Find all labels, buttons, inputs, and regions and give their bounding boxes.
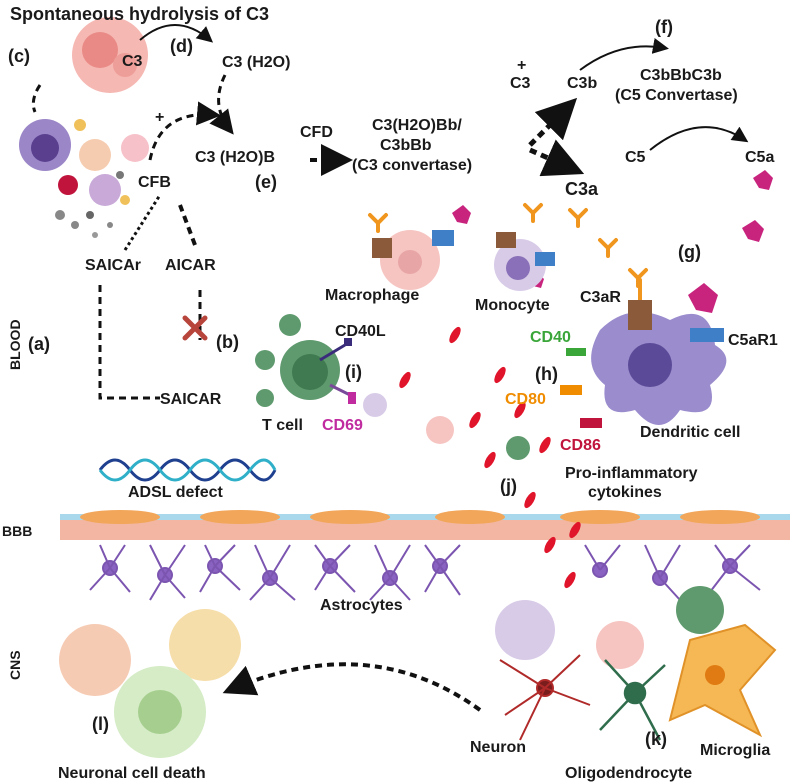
t-cell-cluster [255, 314, 387, 417]
c5-to-c5a-arrow [649, 126, 749, 151]
c5a-molecule-icons [452, 170, 773, 313]
label-c3b: C3b [567, 75, 597, 92]
panel-label-f: (f) [655, 17, 673, 37]
label-c3-h2o-b: C3 (H2O)B [195, 149, 275, 166]
region-label-bbb: BBB [2, 523, 32, 539]
label-c3-convertase-1: C3(H2O)Bb/ [372, 117, 462, 134]
panel-label-b: (b) [216, 332, 239, 352]
label-saicar-r: SAICAr [85, 257, 141, 274]
label-microglia: Microglia [700, 742, 770, 759]
panel-label-g: (g) [678, 242, 701, 262]
label-neuronal-cell-death: Neuronal cell death [58, 765, 206, 782]
panel-label-e: (e) [255, 172, 277, 192]
label-cd40: CD40 [530, 329, 571, 346]
label-cytokines-2: cytokines [588, 484, 662, 501]
label-cd69: CD69 [322, 417, 363, 434]
migrating-t-cell [506, 436, 530, 460]
label-c3-second: C3 [510, 75, 531, 92]
monocyte-cell [494, 232, 555, 291]
label-cd40l: CD40L [335, 323, 386, 340]
inhibition-x-icon [182, 315, 208, 341]
label-c3-convertase-3: (C3 convertase) [352, 157, 472, 174]
label-plus-1: + [155, 109, 164, 126]
label-cd80: CD80 [505, 391, 546, 408]
label-cfb: CFB [138, 174, 171, 191]
microglia-cell [668, 623, 777, 738]
label-cfd: CFD [300, 124, 333, 141]
panel-label-k: (k) [645, 729, 667, 749]
label-c3a: C3a [565, 179, 599, 199]
bbb-membrane [60, 510, 790, 540]
neuron-cell [499, 654, 591, 741]
label-macrophage: Macrophage [325, 287, 419, 304]
figure-title: Spontaneous hydrolysis of C3 [10, 4, 269, 24]
label-c5: C5 [625, 149, 646, 166]
c3a-molecule-icons [368, 203, 648, 302]
astrocytes-network [89, 544, 761, 601]
label-c5a: C5a [745, 149, 774, 166]
label-aicar: AICAR [165, 257, 216, 274]
label-adsl-defect: ADSL defect [128, 484, 224, 501]
panel-label-j: (j) [500, 476, 517, 496]
cns-immune-cells [495, 586, 724, 669]
panel-label-d: (d) [170, 36, 193, 56]
label-neuron: Neuron [470, 739, 526, 756]
label-astrocytes: Astrocytes [320, 597, 403, 614]
region-label-blood: BLOOD [7, 319, 23, 370]
label-cd86: CD86 [560, 437, 601, 454]
label-c3: C3 [122, 53, 143, 70]
label-c3-h2o: C3 (H2O) [222, 54, 290, 71]
immune-cell-cluster [19, 119, 149, 238]
label-c5-convertase-2: (C5 Convertase) [615, 87, 738, 104]
panel-label-i: (i) [345, 362, 362, 382]
label-plus-2: + [517, 57, 526, 74]
red-blood-cells [399, 326, 581, 589]
dna-helix-icon [98, 458, 277, 482]
label-c5ar1: C5aR1 [728, 332, 778, 349]
dendritic-cell [560, 300, 727, 428]
label-dendritic-cell: Dendritic cell [640, 424, 740, 441]
c3-protein-blob [72, 17, 148, 93]
oligodendrocyte-cell [599, 659, 666, 741]
label-c3-convertase-2: C3bBb [380, 137, 432, 154]
panel-label-l: (l) [92, 714, 109, 734]
label-saicar: SAICAR [160, 391, 222, 408]
region-label-cns: CNS [7, 650, 23, 680]
label-monocyte: Monocyte [475, 297, 550, 314]
macrophage-cell [372, 230, 454, 290]
label-c5-convertase-1: C3bBbC3b [640, 67, 722, 84]
label-t-cell: T cell [262, 417, 303, 434]
pathway-arrows [31, 24, 585, 712]
dying-neuronal-cells [59, 609, 241, 758]
label-oligodendrocyte: Oligodendrocyte [565, 765, 692, 782]
panel-label-a: (a) [28, 334, 50, 354]
migrating-cell [426, 416, 454, 444]
panel-label-h: (h) [535, 364, 558, 384]
panel-label-c: (c) [8, 46, 30, 66]
c3b-to-c5conv-arrow [579, 38, 669, 71]
label-c3ar: C3aR [580, 289, 621, 306]
label-cytokines-1: Pro-inflammatory [565, 465, 698, 482]
